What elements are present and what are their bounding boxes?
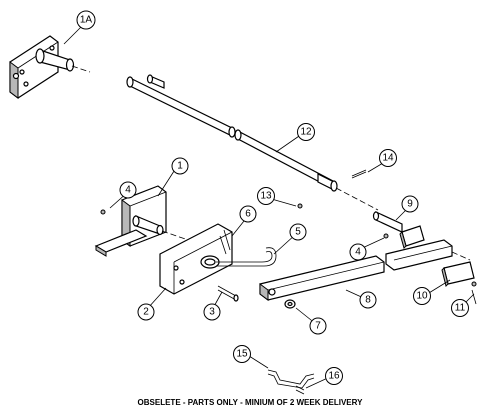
svg-text:1A: 1A — [80, 15, 93, 26]
svg-text:8: 8 — [365, 295, 371, 306]
svg-text:15: 15 — [236, 349, 248, 360]
part-15-strap — [267, 369, 315, 389]
svg-text:5: 5 — [295, 227, 301, 238]
part-7-washer — [284, 299, 296, 309]
callout-7: 7 — [309, 317, 327, 335]
callout-6: 6 — [239, 205, 257, 223]
callout-16: 16 — [325, 367, 343, 385]
svg-text:4: 4 — [355, 247, 361, 258]
callout-14: 14 — [379, 149, 397, 167]
svg-text:9: 9 — [407, 199, 413, 210]
svg-text:2: 2 — [143, 307, 149, 318]
svg-text:16: 16 — [328, 371, 340, 382]
callout-12: 12 — [297, 123, 315, 141]
callout-4-left: 4 — [119, 181, 137, 199]
callout-10: 10 — [413, 287, 431, 305]
part-8-arm — [259, 239, 471, 301]
callout-1a: 1A — [76, 10, 96, 30]
svg-text:6: 6 — [245, 209, 251, 220]
callout-4-right: 4 — [349, 243, 367, 261]
callout-8: 8 — [359, 291, 377, 309]
part-3-bolt — [217, 285, 239, 302]
svg-text:13: 13 — [260, 191, 272, 202]
svg-text:10: 10 — [416, 291, 428, 302]
part-6-pivot — [200, 229, 231, 269]
part-10-plate — [441, 261, 475, 287]
fasteners — [100, 169, 477, 305]
part-16-screw — [295, 385, 305, 395]
callout-1: 1 — [171, 157, 189, 175]
callout-2: 2 — [137, 303, 155, 321]
part-2-plate — [159, 223, 233, 295]
part-1-bracket — [94, 185, 201, 257]
svg-text:14: 14 — [382, 153, 394, 164]
part-5-hook-rod — [216, 247, 277, 267]
svg-text:11: 11 — [455, 303, 466, 314]
svg-text:12: 12 — [300, 127, 312, 138]
callout-9: 9 — [401, 195, 419, 213]
svg-text:1: 1 — [177, 161, 183, 172]
callout-11: 11 — [451, 299, 469, 317]
footer-note: OBSELETE - PARTS ONLY - MINIUM OF 2 WEEK… — [138, 398, 364, 407]
svg-text:4: 4 — [125, 185, 131, 196]
callout-5: 5 — [289, 223, 307, 241]
part-12-shaft — [126, 74, 379, 211]
part-1a-bracket — [9, 35, 91, 99]
callout-3: 3 — [203, 303, 221, 321]
callout-15: 15 — [233, 345, 251, 363]
svg-text:3: 3 — [209, 307, 215, 318]
callout-13: 13 — [257, 187, 275, 205]
part-9-rod — [372, 211, 425, 249]
svg-text:7: 7 — [315, 321, 321, 332]
